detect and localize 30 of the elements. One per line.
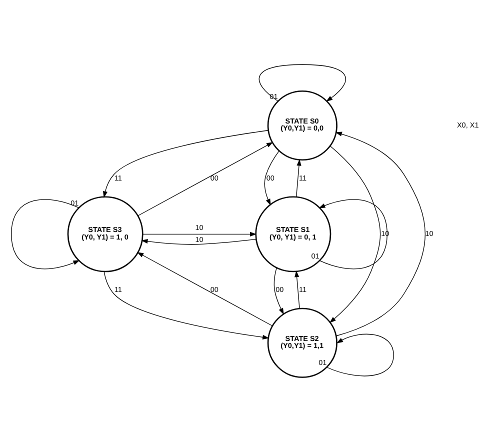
arrow xyxy=(102,130,269,198)
arrow xyxy=(136,252,273,326)
edge-label: 00 xyxy=(266,172,274,182)
arrow xyxy=(258,64,346,102)
arrow xyxy=(335,131,426,336)
edge-label: 00 xyxy=(276,284,284,294)
edge-label: 00 xyxy=(210,172,218,182)
arrow xyxy=(329,145,381,322)
label: X0, X1 xyxy=(456,120,479,129)
edge-label: 10 xyxy=(195,234,204,244)
edge-label: 11 xyxy=(114,284,122,294)
arrow xyxy=(104,270,270,339)
arrow xyxy=(318,198,388,269)
edge-label: 01 xyxy=(318,358,327,367)
edge-label: 01 xyxy=(70,198,79,208)
arrow xyxy=(141,238,256,244)
arrow xyxy=(138,142,274,216)
edge-label: 00 xyxy=(210,284,218,294)
edge-label: 01 xyxy=(311,250,320,260)
arrow xyxy=(11,198,80,269)
edge-label: 11 xyxy=(298,172,307,182)
arrow xyxy=(264,150,280,205)
arrow xyxy=(294,270,300,308)
edge-label: 10 xyxy=(195,222,204,232)
edge-label: 11 xyxy=(114,172,122,182)
edge-label: 10 xyxy=(425,228,434,238)
arrow xyxy=(274,267,284,314)
edge-label: 11 xyxy=(298,284,307,294)
arrow xyxy=(142,231,257,236)
arrow xyxy=(296,158,302,197)
